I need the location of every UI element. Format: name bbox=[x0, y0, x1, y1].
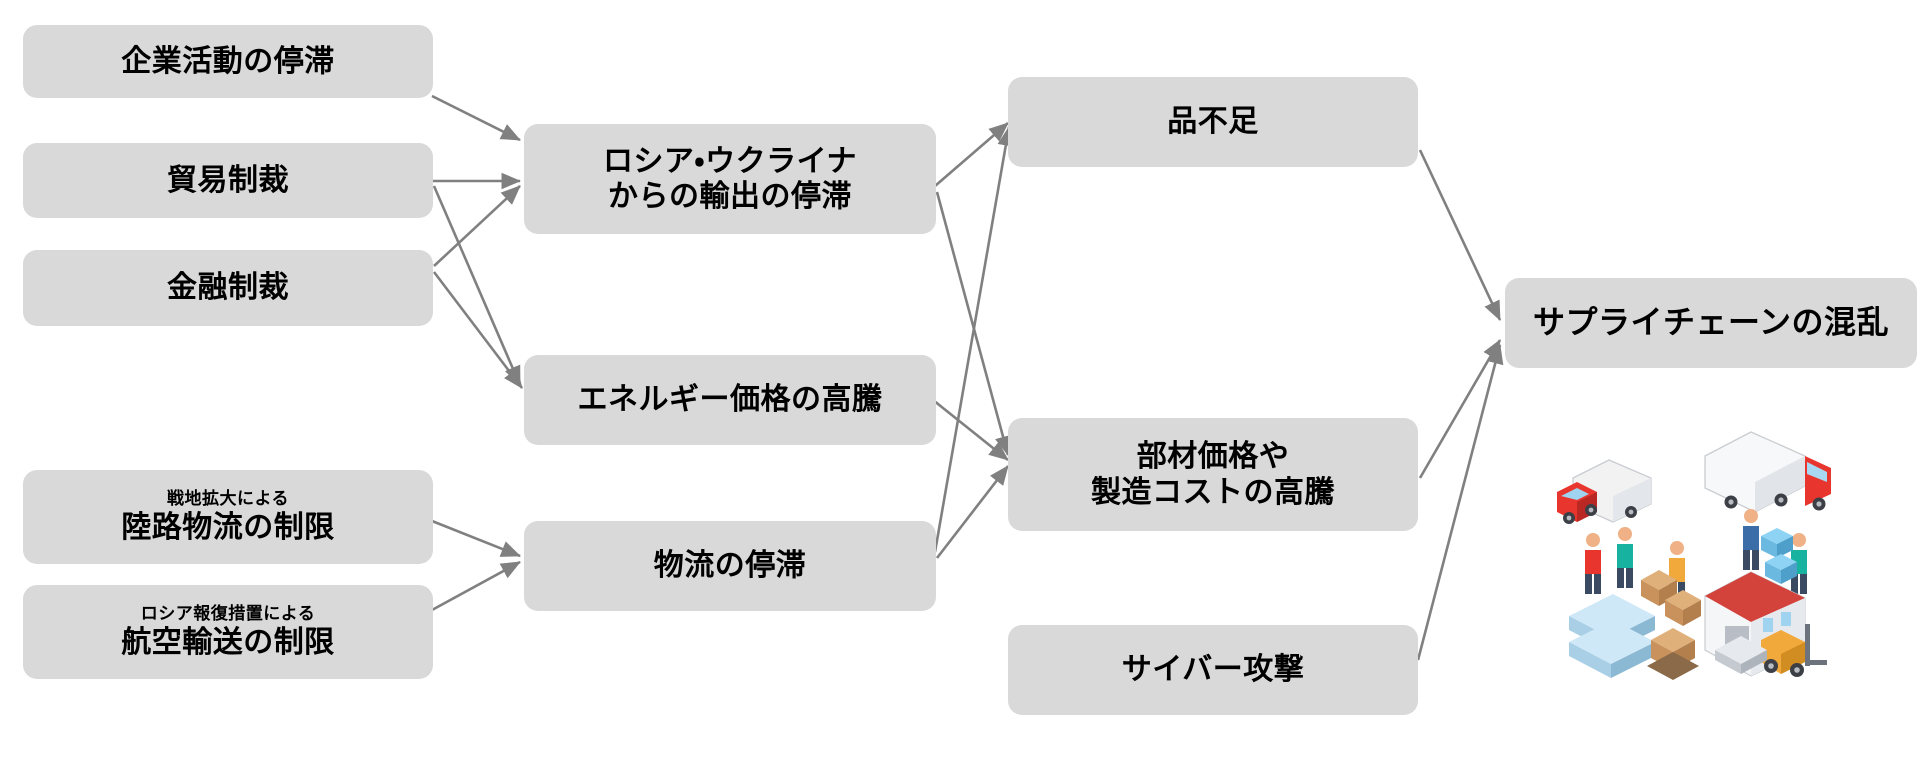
node-financial-sanctions[interactable]: 金融制裁 bbox=[23, 250, 433, 326]
node-material-cost-surge[interactable]: 部材価格や 製造コストの高騰 bbox=[1008, 418, 1418, 531]
edge-trade-to-energy bbox=[432, 185, 522, 386]
edge-material-to-supplychain bbox=[1418, 339, 1502, 479]
node-logistics-stagnation[interactable]: 物流の停滞 bbox=[524, 521, 936, 611]
node-label: サプライチェーンの混乱 bbox=[1533, 304, 1889, 341]
node-export-stagnation[interactable]: ロシア・ウクライナ からの輸出の停滞 bbox=[524, 124, 936, 234]
node-label-line2: からの輸出の停滞 bbox=[608, 180, 852, 213]
node-label: エネルギー価格の高騰 bbox=[577, 383, 883, 417]
node-label-line1: 部材価格や bbox=[1136, 440, 1290, 474]
edge-finance-to-export bbox=[433, 185, 521, 267]
worker-icon-4 bbox=[1743, 509, 1759, 570]
node-supply-chain-disruption[interactable]: サプライチェーンの混乱 bbox=[1505, 278, 1917, 368]
node-sublabel: ロシア報復措置による bbox=[140, 603, 316, 623]
node-label: 陸路物流の制限 bbox=[121, 510, 335, 544]
edge-export-to-shortage bbox=[934, 122, 1009, 187]
cardboard-boxes-icon bbox=[1641, 570, 1701, 626]
weighing-scale-icon bbox=[1715, 636, 1767, 674]
white-truck-icon bbox=[1704, 431, 1831, 513]
edge-export-to-material bbox=[935, 191, 1012, 457]
node-cyber-attack[interactable]: サイバー攻撃 bbox=[1008, 625, 1418, 715]
node-label: 企業活動の停滞 bbox=[121, 44, 335, 78]
edge-shortage-to-supplychain bbox=[1418, 149, 1502, 321]
edge-energy-to-material bbox=[932, 398, 1009, 462]
node-label: 物流の停滞 bbox=[653, 549, 807, 583]
node-trade-sanctions[interactable]: 貿易制裁 bbox=[23, 143, 433, 218]
edge-land-to-logistics bbox=[431, 519, 521, 558]
node-land-logistics-limit[interactable]: 戦地拡大による 陸路物流の制限 bbox=[23, 470, 433, 564]
worker-icon-1 bbox=[1585, 533, 1601, 594]
node-label: サイバー攻撃 bbox=[1121, 653, 1305, 687]
logistics-warehouse-illustration bbox=[1555, 400, 1855, 700]
node-label-line2: 製造コストの高騰 bbox=[1091, 475, 1335, 509]
red-truck-icon bbox=[1557, 459, 1652, 524]
node-corporate-stagnation[interactable]: 企業活動の停滞 bbox=[23, 25, 433, 98]
shelving-rack-icon bbox=[1569, 594, 1655, 678]
pallet-boxes-icon bbox=[1647, 628, 1699, 680]
blue-crates-icon bbox=[1761, 528, 1797, 584]
edge-corporate-to-export bbox=[431, 94, 521, 142]
worker-icon-2 bbox=[1617, 527, 1633, 588]
node-label-line1: ロシア・ウクライナ bbox=[602, 144, 858, 178]
node-label: 航空輸送の制限 bbox=[121, 625, 335, 659]
node-label: 品不足 bbox=[1167, 105, 1259, 139]
edge-finance-to-energy bbox=[432, 271, 524, 389]
edge-logistics-to-material bbox=[935, 465, 1010, 559]
node-label: 金融制裁 bbox=[167, 271, 289, 305]
edge-cyber-to-supplychain bbox=[1416, 343, 1504, 661]
edge-air-to-logistics bbox=[431, 560, 521, 612]
node-goods-shortage[interactable]: 品不足 bbox=[1008, 77, 1418, 167]
forklift-icon bbox=[1761, 624, 1827, 677]
node-air-transport-limit[interactable]: ロシア報復措置による 航空輸送の制限 bbox=[23, 585, 433, 679]
edge-logistics-to-shortage bbox=[933, 125, 1014, 553]
node-sublabel: 戦地拡大による bbox=[167, 488, 289, 508]
node-energy-price-surge[interactable]: エネルギー価格の高騰 bbox=[524, 355, 936, 445]
node-label: 貿易制裁 bbox=[167, 163, 289, 197]
